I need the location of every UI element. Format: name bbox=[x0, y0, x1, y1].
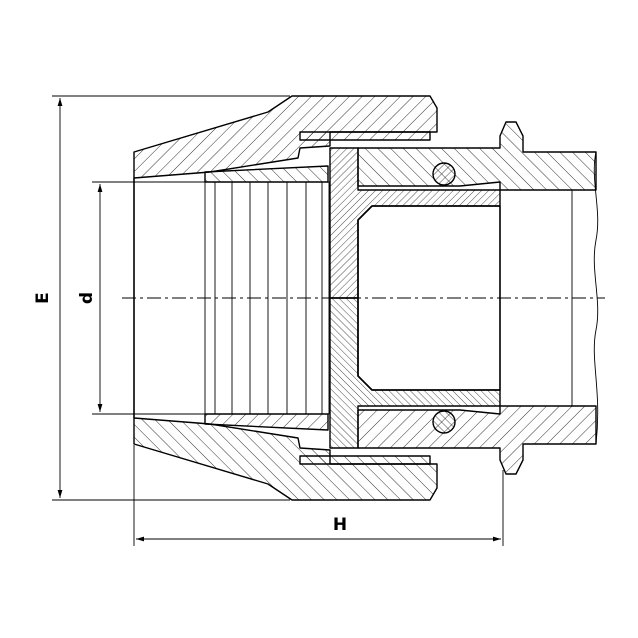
dimension-e-label: E bbox=[33, 292, 53, 304]
pipe-bore-outlines bbox=[133, 151, 599, 445]
dimension-h-label: H bbox=[333, 515, 347, 535]
fitting-bottom-half bbox=[133, 297, 597, 501]
dimension-d: d bbox=[77, 181, 205, 415]
fitting-top-half bbox=[133, 95, 597, 299]
dimension-e: E bbox=[33, 95, 290, 501]
nut-lip-bottom bbox=[299, 455, 431, 465]
nut-lip-top bbox=[299, 131, 431, 141]
o-ring-top bbox=[432, 162, 456, 186]
dimension-d-label: d bbox=[77, 292, 97, 304]
o-ring-bottom bbox=[432, 410, 456, 434]
dimension-h: H bbox=[133, 445, 504, 546]
